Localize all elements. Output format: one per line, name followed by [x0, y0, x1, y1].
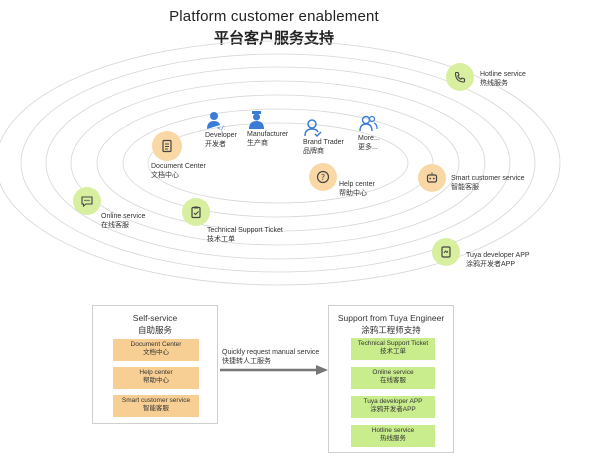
self-service-title-en: Self-service [132, 313, 178, 323]
clipboard-icon [191, 206, 201, 219]
engineer-support-panel: Support from Tuya Engineer 涂鸦工程师支持 Techn… [328, 305, 454, 453]
app-icon [441, 246, 451, 258]
orbit-ring [70, 80, 486, 246]
smart-customer-node [418, 164, 446, 192]
document-center-label-zh: 文档中心 [151, 172, 179, 179]
engineer-support-title-zh: 涂鸦工程师支持 [361, 325, 421, 335]
role-more-en: More... [358, 135, 380, 142]
engineer-support-item-zh: 在线客服 [380, 377, 406, 384]
orbit-ring [147, 122, 409, 204]
smart-customer-label-zh: 智能客服 [451, 184, 479, 191]
role-brand-trader-zh: 品牌商 [303, 148, 324, 155]
document-center-node [152, 131, 182, 161]
engineer-support-item: Tuya developer APP 涂鸦开发者APP [351, 396, 435, 418]
arrow-connector [220, 365, 328, 375]
self-service-item-zh: 文档中心 [143, 349, 169, 356]
smart-customer-label-en: Smart customer service [451, 175, 525, 182]
orbit-ring [122, 108, 434, 218]
phone-icon [454, 71, 466, 83]
developer-app-node [432, 238, 460, 266]
role-more-zh: 更多... [358, 144, 378, 151]
self-service-item: Help center 帮助中心 [113, 367, 199, 389]
orbit-ring [0, 40, 561, 286]
diagram-title-zh: 平台客户服务支持 [213, 30, 334, 47]
orbit-ring [96, 94, 460, 232]
diagram-title-en: Platform customer enablement [169, 8, 379, 25]
document-center-label-en: Document Center [151, 163, 206, 170]
developer-app-label-en: Tuya developer APP [466, 252, 530, 259]
svg-text:?: ? [321, 173, 325, 182]
robot-icon [426, 172, 438, 183]
role-brand-trader-en: Brand Trader [303, 139, 344, 146]
engineer-support-item-en: Online service [372, 369, 414, 376]
help-icon: ? [316, 170, 330, 184]
self-service-title-zh: 自助服务 [137, 325, 172, 335]
engineer-support-item-zh: 技术工单 [380, 348, 406, 355]
engineer-support-item: Hotline service 热线服务 [351, 425, 435, 447]
orbit-ring [45, 66, 511, 260]
hotline-label-zh: 热线服务 [480, 80, 508, 87]
developer-icon: </> [207, 112, 225, 131]
engineer-support-item: Online service 在线客服 [351, 367, 435, 389]
role-developer: </> Developer 开发者 [205, 111, 237, 149]
self-service-item-zh: 帮助中心 [143, 377, 169, 384]
role-brand-trader: Brand Trader 品牌商 [303, 118, 344, 156]
help-center-label-zh: 帮助中心 [339, 190, 367, 197]
engineer-support-title-en: Support from Tuya Engineer [337, 313, 445, 323]
engineer-support-item-zh: 涂鸦开发者APP [370, 406, 416, 413]
role-manufacturer-zh: 生产商 [247, 140, 268, 147]
help-center-node: ? [309, 163, 337, 191]
technical-ticket-label-zh: 技术工单 [207, 236, 235, 243]
hotline-label-en: Hotline service [480, 71, 526, 78]
self-service-item-zh: 智能客服 [143, 405, 169, 412]
role-developer-zh: 开发者 [205, 141, 226, 148]
chat-icon [81, 196, 93, 208]
arrow-label-en: Quickly request manual service [222, 349, 320, 356]
self-service-item: Document Center 文档中心 [113, 339, 199, 361]
online-service-node [73, 187, 101, 215]
more-users-icon [359, 115, 378, 132]
self-service-panel: Self-service 自助服务 Document Center 文档中心 H… [92, 305, 218, 424]
role-manufacturer-en: Manufacturer [247, 131, 289, 138]
svg-text:</>: </> [217, 125, 225, 131]
online-service-label-zh: 在线客服 [101, 222, 129, 229]
self-service-item: Smart customer service 智能客服 [113, 395, 199, 417]
technical-ticket-label-en: Technical Support Ticket [207, 227, 283, 234]
help-center-label-en: Help center [339, 181, 375, 188]
engineer-support-item-zh: 热线服务 [380, 435, 406, 442]
brand-trader-icon [304, 119, 322, 138]
manufacturer-icon [249, 111, 264, 129]
orbit-rings [0, 40, 561, 286]
arrow-label-zh: 快捷转人工服务 [222, 358, 271, 365]
engineer-support-item-en: Tuya developer APP [363, 398, 423, 405]
hotline-node [446, 63, 474, 91]
engineer-support-item-en: Technical Support Ticket [357, 340, 429, 347]
orbit-ring [20, 53, 536, 273]
engineer-support-item: Technical Support Ticket 技术工单 [351, 338, 435, 360]
technical-ticket-node [182, 198, 210, 226]
developer-app-label-zh: 涂鸦开发者APP [466, 261, 516, 268]
document-icon [162, 139, 172, 153]
online-service-label-en: Online service [101, 213, 146, 220]
engineer-support-item-en: Hotline service [371, 427, 415, 434]
role-more: More... 更多... [358, 114, 380, 152]
self-service-item-en: Help center [139, 369, 173, 376]
self-service-item-en: Document Center [130, 341, 182, 348]
role-developer-en: Developer [205, 132, 237, 139]
role-manufacturer: Manufacturer 生产商 [247, 110, 288, 148]
self-service-item-en: Smart customer service [121, 397, 191, 404]
